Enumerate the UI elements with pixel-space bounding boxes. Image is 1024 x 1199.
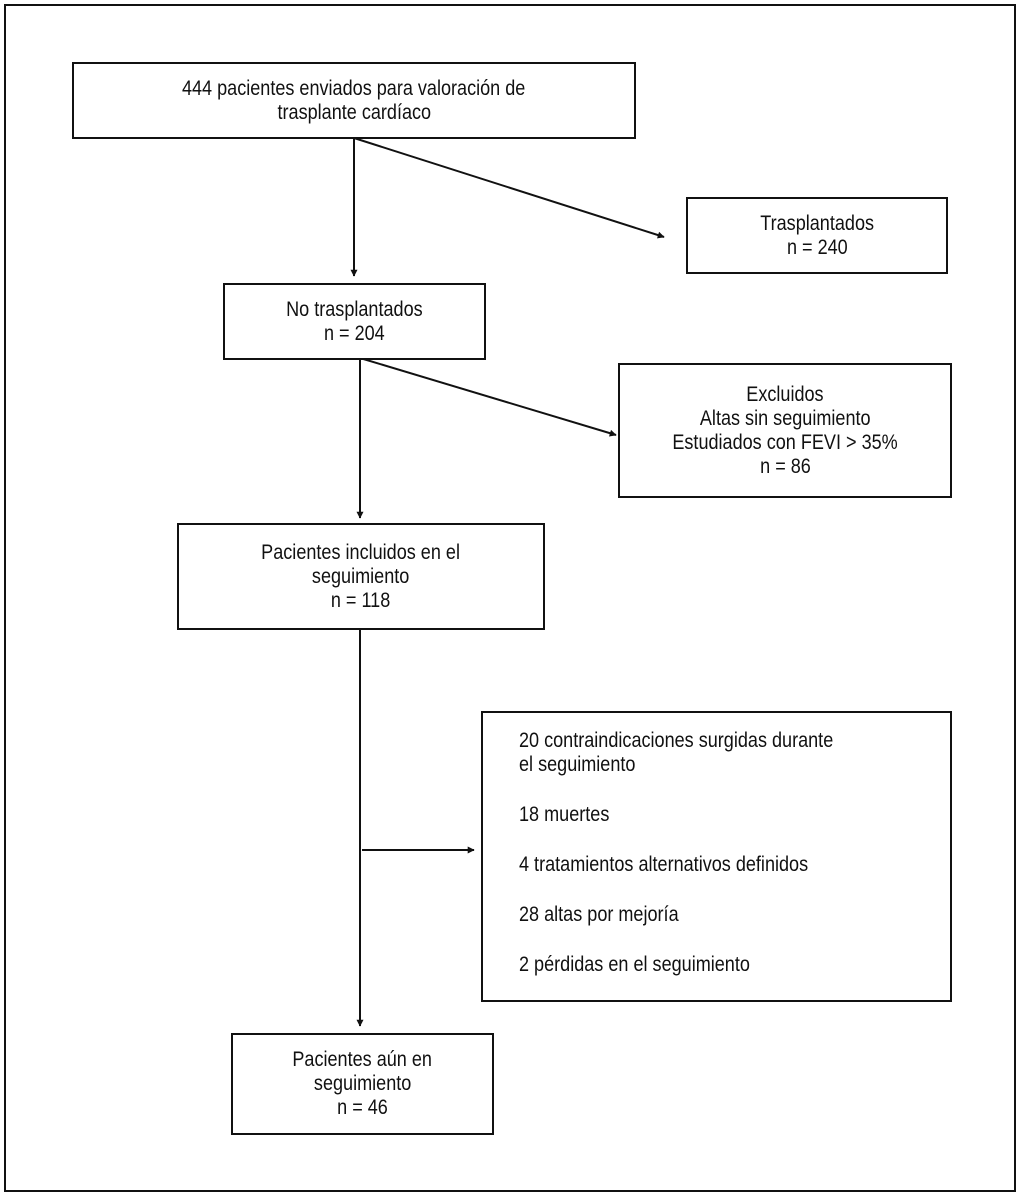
outcome-line: 28 altas por mejoría [519,903,679,926]
box-line: Excluidos [746,382,824,406]
box-line: 444 pacientes enviados para valoración d… [182,76,526,100]
box-line: seguimiento [312,564,410,588]
box-line: n = 240 [786,235,848,259]
box-line: Trasplantados [760,211,874,235]
outcome-line: 18 muertes [519,803,610,826]
box-line: n = 46 [337,1096,388,1119]
transplanted-box: Trasplantados n = 240 [686,197,948,274]
box-line: n = 204 [324,321,385,345]
included-box: Pacientes incluidos en el seguimiento n … [177,523,545,630]
box-line: n = 118 [331,588,391,612]
excluded-box: Excluidos Altas sin seguimiento Estudiad… [618,363,952,498]
outcome-line: el seguimiento [519,753,636,776]
box-line: Altas sin seguimiento [699,406,871,430]
referred-patients-box: 444 pacientes enviados para valoración d… [72,62,636,139]
outcome-line: 4 tratamientos alternativos definidos [519,853,809,876]
still-followed-box: Pacientes aún en seguimiento n = 46 [231,1033,494,1135]
box-line: seguimiento [313,1072,412,1095]
box-line: No trasplantados [286,297,423,321]
box-line: Pacientes aún en [292,1048,433,1071]
figure-frame [4,4,1016,1192]
outcomes-box: 20 contraindicaciones surgidas durante e… [481,711,952,1002]
arrow-not-transplanted-to-excluded [359,357,617,437]
box-line: n = 86 [759,454,811,478]
arrow-referred-to-transplanted [353,137,665,239]
box-line: trasplante cardíaco [277,100,431,124]
outcome-line: 20 contraindicaciones surgidas durante [519,729,834,752]
box-line: Estudiados con FEVI > 35% [672,430,898,454]
not-transplanted-box: No trasplantados n = 204 [223,283,486,360]
outcome-line: 2 pérdidas en el seguimiento [519,953,750,976]
box-line: Pacientes incluidos en el [261,540,461,564]
